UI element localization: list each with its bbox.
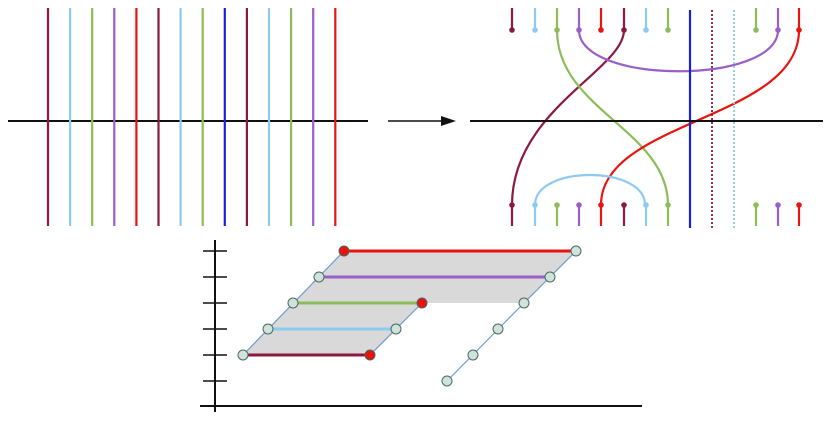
bottom-stub-dot	[576, 202, 582, 208]
bottom-stub-dot	[532, 202, 538, 208]
node	[544, 271, 556, 283]
right-strand-stubs	[509, 8, 802, 226]
right-arrow-icon	[388, 116, 456, 126]
bottom-stub-dot	[621, 202, 627, 208]
top-stub-dot	[775, 27, 781, 33]
bottom-stub-dot	[554, 202, 560, 208]
top-stub-dot	[532, 27, 538, 33]
node	[262, 323, 274, 335]
curve-red	[599, 29, 801, 206]
bottom-stub-dot	[598, 202, 604, 208]
node	[518, 297, 530, 309]
top-stub-dot	[643, 27, 649, 33]
diagonal-lower	[446, 302, 525, 382]
top-stub-dot	[753, 27, 759, 33]
node	[570, 245, 582, 257]
nodes	[237, 245, 582, 387]
top-stub-dot	[509, 27, 515, 33]
bottom-stub-dot	[643, 202, 649, 208]
top-stub-dot	[621, 27, 627, 33]
curve-lightblue	[533, 173, 647, 206]
curve-green	[555, 29, 670, 206]
curve-maroon	[510, 29, 626, 206]
top-stub-dot	[796, 27, 802, 33]
top-stub-dot	[598, 27, 604, 33]
bottom-stub-dot	[665, 202, 671, 208]
left-strands	[46, 8, 337, 226]
right-braid-panel	[470, 8, 823, 228]
bottom-stub-dot	[775, 202, 781, 208]
left-braid-panel	[8, 8, 368, 226]
bottom-stub-dot	[509, 202, 515, 208]
bottom-stub-dot	[796, 202, 802, 208]
node-red	[364, 349, 376, 361]
top-stub-dot	[554, 27, 560, 33]
node	[313, 271, 325, 283]
lower-diagram	[200, 240, 642, 412]
bottom-stub-dot	[753, 202, 759, 208]
top-stub-dot	[665, 27, 671, 33]
top-stub-dot	[576, 27, 582, 33]
node	[287, 297, 299, 309]
node-red	[416, 297, 428, 309]
node	[441, 375, 453, 387]
node	[237, 349, 249, 361]
node-red	[338, 245, 350, 257]
node	[467, 349, 479, 361]
node	[492, 323, 504, 335]
node	[390, 323, 402, 335]
axis-ticks	[203, 250, 227, 382]
curve-purple	[577, 29, 780, 73]
